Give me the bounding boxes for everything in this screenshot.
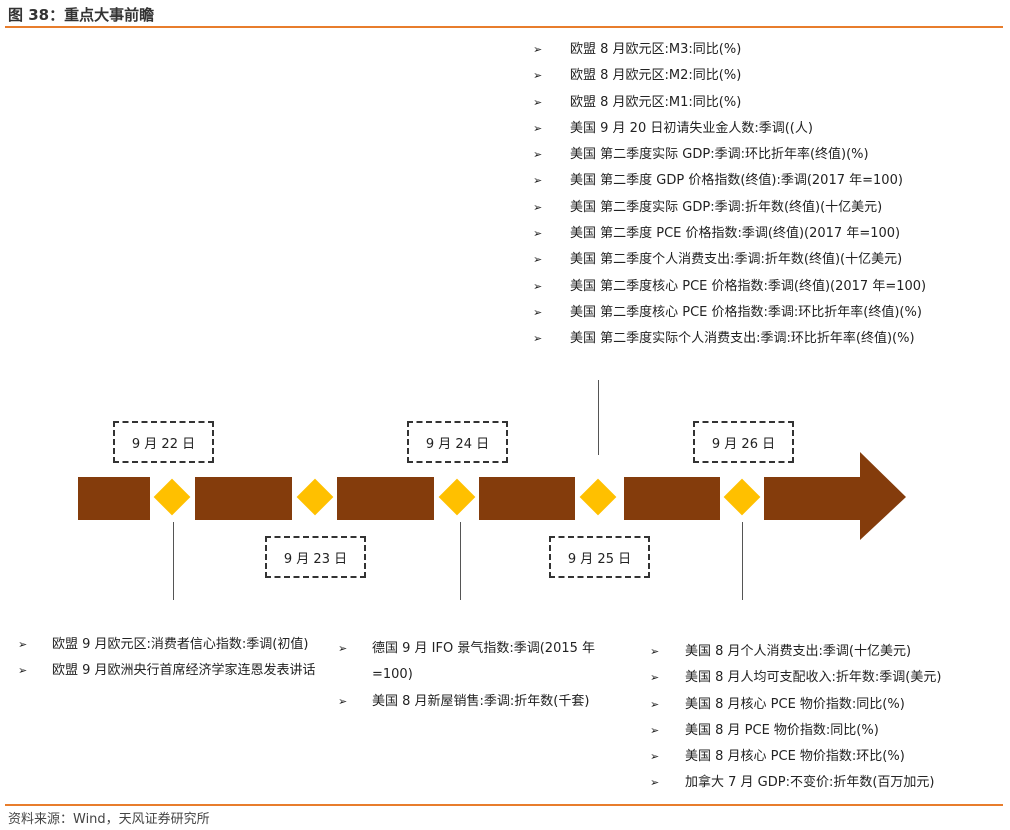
event-text: 美国 9 月 20 日初请失业金人数:季调((人) — [570, 120, 813, 136]
event-text: 美国 第二季度核心 PCE 价格指数:季调(终值)(2017 年=100) — [570, 278, 927, 294]
event-text: 美国 第二季度个人消费支出:季调:折年数(终值)(十亿美元) — [570, 252, 903, 268]
event-text: 美国 8 月 PCE 物价指数:同比(%) — [685, 722, 879, 738]
diamond-marker — [296, 478, 334, 516]
arrow-bullet-icon: ➢ — [650, 776, 660, 790]
date-label-sep24: 9 月 24 日 — [407, 421, 508, 463]
arrow-bullet-icon: ➢ — [533, 148, 543, 162]
arrow-bullet-icon: ➢ — [650, 645, 660, 658]
date-label-sep26: 9 月 26 日 — [693, 421, 794, 463]
connector-line — [460, 522, 461, 600]
event-item: ➢ 美国 第二季度实际 GDP:季调:折年数(终值)(十亿美元) — [533, 195, 1003, 221]
timeline-segment — [195, 477, 292, 520]
sep24-event-list: ➢ 德国 9 月 IFO 景气指数:季调(2015 年=100) ➢ 美国 8 月新屋… — [338, 636, 628, 715]
event-item: ➢ 美国 8 月人均可支配收入:折年数:季调(美元) — [650, 665, 1000, 691]
timeline-segment — [624, 477, 720, 520]
arrow-bullet-icon: ➢ — [533, 69, 543, 83]
event-text: 欧盟 8 月欧元区:M3:同比(%) — [570, 42, 742, 57]
arrow-bullet-icon: ➢ — [533, 253, 543, 267]
event-text: 欧盟 8 月欧元区:M2:同比(%) — [570, 68, 742, 84]
arrow-bullet-icon: ➢ — [533, 174, 543, 188]
arrow-bullet-icon: ➢ — [338, 642, 348, 655]
diamond-marker — [153, 478, 191, 516]
event-text: 美国 第二季度实际个人消费支出:季调:环比折年率(终值)(%) — [570, 331, 915, 347]
event-text: 美国 8 月新屋销售:季调:折年数(千套) — [372, 693, 590, 709]
arrow-bullet-icon: ➢ — [338, 694, 348, 708]
diamond-marker — [438, 478, 476, 516]
event-text: 加拿大 7 月 GDP:不变价:折年数(百万加元) — [685, 775, 935, 791]
arrow-bullet-icon: ➢ — [18, 638, 28, 651]
event-item: ➢ 美国 第二季度实际 GDP:季调:环比折年率(终值)(%) — [533, 142, 1003, 168]
event-text: 美国 第二季度实际 GDP:季调:折年数(终值)(十亿美元) — [570, 199, 883, 215]
arrow-bullet-icon: ➢ — [650, 750, 660, 764]
event-item: ➢ 美国 8 月个人消费支出:季调(十亿美元) — [650, 639, 1000, 665]
arrow-bullet-icon: ➢ — [533, 332, 543, 346]
event-text: 欧盟 9 月欧元区:消费者信心指数:季调(初值) — [52, 637, 309, 652]
top-divider — [5, 26, 1003, 28]
timeline-arrow — [764, 452, 906, 540]
event-item: ➢ 加拿大 7 月 GDP:不变价:折年数(百万加元) — [650, 770, 1000, 796]
sep22-event-list: ➢ 欧盟 9 月欧元区:消费者信心指数:季调(初值) ➢ 欧盟 9 月欧洲央行首席经济… — [18, 632, 328, 685]
arrow-bullet-icon: ➢ — [533, 227, 543, 241]
arrow-bullet-icon: ➢ — [650, 697, 660, 711]
arrow-bullet-icon: ➢ — [533, 305, 543, 319]
arrow-bullet-icon: ➢ — [18, 664, 28, 678]
event-text: 美国 8 月个人消费支出:季调(十亿美元) — [685, 644, 912, 659]
arrow-bullet-icon: ➢ — [650, 671, 660, 685]
timeline-segment — [479, 477, 575, 520]
arrow-bullet-icon: ➢ — [533, 95, 543, 109]
event-item: ➢ 美国 第二季度实际个人消费支出:季调:环比折年率(终值)(%) — [533, 326, 1003, 352]
event-item: ➢ 欧盟 8 月欧元区:M1:同比(%) — [533, 90, 1003, 116]
event-item: ➢ 欧盟 9 月欧元区:消费者信心指数:季调(初值) — [18, 632, 328, 658]
event-item: ➢ 德国 9 月 IFO 景气指数:季调(2015 年=100) — [338, 636, 628, 689]
timeline-segment — [78, 477, 150, 520]
event-item: ➢ 美国 9 月 20 日初请失业金人数:季调((人) — [533, 116, 1003, 142]
arrow-bullet-icon: ➢ — [533, 279, 543, 293]
event-text: 美国 第二季度实际 GDP:季调:环比折年率(终值)(%) — [570, 147, 869, 163]
event-text: 欧盟 8 月欧元区:M1:同比(%) — [570, 94, 742, 110]
date-label-sep22: 9 月 22 日 — [113, 421, 214, 463]
diamond-marker — [723, 478, 761, 516]
arrow-bullet-icon: ➢ — [650, 723, 660, 737]
top-event-list: ➢ 欧盟 8 月欧元区:M3:同比(%) ➢ 欧盟 8 月欧元区:M2:同比(%) ➢ 欧… — [533, 37, 1003, 353]
bottom-divider — [5, 804, 1003, 806]
event-text: 美国 第二季度 GDP 价格指数(终值):季调(2017 年=100) — [570, 173, 903, 189]
event-item: ➢ 欧盟 8 月欧元区:M2:同比(%) — [533, 63, 1003, 89]
event-item: ➢ 欧盟 8 月欧元区:M3:同比(%) — [533, 37, 1003, 63]
connector-line — [598, 380, 599, 455]
event-text: 美国 第二季度 PCE 价格指数:季调(终值)(2017 年=100) — [570, 226, 901, 242]
date-label-sep25: 9 月 25 日 — [549, 536, 650, 578]
event-item: ➢ 美国 第二季度核心 PCE 价格指数:季调:环比折年率(终值)(%) — [533, 300, 1003, 326]
connector-line — [173, 522, 174, 600]
figure-title: 图 38：重点大事前瞻 — [8, 6, 155, 24]
date-label-sep23: 9 月 23 日 — [265, 536, 366, 578]
connector-line — [742, 522, 743, 600]
arrow-bullet-icon: ➢ — [533, 121, 543, 135]
arrow-bullet-icon: ➢ — [533, 200, 543, 214]
event-item: ➢ 美国 第二季度 GDP 价格指数(终值):季调(2017 年=100) — [533, 168, 1003, 194]
event-text: 美国 8 月核心 PCE 物价指数:同比(%) — [685, 696, 905, 712]
event-item: ➢ 美国 第二季度核心 PCE 价格指数:季调(终值)(2017 年=100) — [533, 274, 1003, 300]
event-item: ➢ 美国 8 月核心 PCE 物价指数:环比(%) — [650, 744, 1000, 770]
event-text: 德国 9 月 IFO 景气指数:季调(2015 年=100) — [372, 641, 596, 683]
event-text: 美国 8 月人均可支配收入:折年数:季调(美元) — [685, 670, 942, 686]
event-item: ➢ 美国 8 月新屋销售:季调:折年数(千套) — [338, 689, 628, 715]
timeline-segment — [337, 477, 434, 520]
diamond-marker — [579, 478, 617, 516]
event-text: 美国 8 月核心 PCE 物价指数:环比(%) — [685, 749, 905, 765]
event-item: ➢ 美国 8 月核心 PCE 物价指数:同比(%) — [650, 692, 1000, 718]
event-item: ➢ 美国 第二季度个人消费支出:季调:折年数(终值)(十亿美元) — [533, 247, 1003, 273]
sep26-event-list: ➢ 美国 8 月个人消费支出:季调(十亿美元) ➢ 美国 8 月人均可支配收入:折年数… — [650, 639, 1000, 797]
event-text: 美国 第二季度核心 PCE 价格指数:季调:环比折年率(终值)(%) — [570, 304, 922, 320]
source-note: 资料来源：Wind，天风证券研究所 — [8, 812, 210, 827]
event-item: ➢ 美国 第二季度 PCE 价格指数:季调(终值)(2017 年=100) — [533, 221, 1003, 247]
event-item: ➢ 美国 8 月 PCE 物价指数:同比(%) — [650, 718, 1000, 744]
arrow-bullet-icon: ➢ — [533, 43, 543, 56]
event-text: 欧盟 9 月欧洲央行首席经济学家连恩发表讲话 — [52, 663, 316, 679]
event-item: ➢ 欧盟 9 月欧洲央行首席经济学家连恩发表讲话 — [18, 658, 328, 684]
